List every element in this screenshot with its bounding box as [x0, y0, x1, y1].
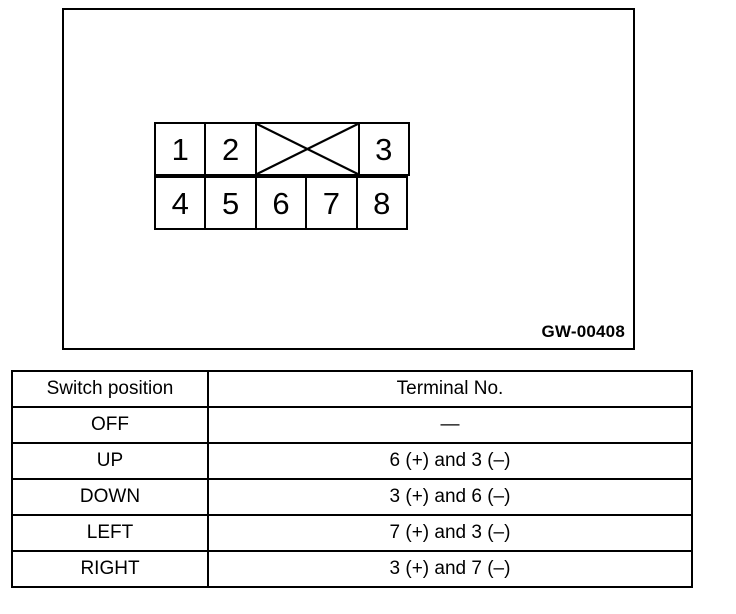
connector-bottom-row: 4 5 6 7 8 [154, 176, 416, 230]
cell-terminal-no: 6 (+) and 3 (–) [207, 442, 693, 480]
connector-pin-8: 8 [355, 176, 408, 230]
table-row: RIGHT 3 (+) and 7 (–) [11, 550, 693, 588]
table-header-row: Switch position Terminal No. [11, 370, 693, 408]
table-row: LEFT 7 (+) and 3 (–) [11, 514, 693, 552]
column-header-terminal-no: Terminal No. [207, 370, 693, 408]
pin-label: 2 [221, 131, 240, 167]
column-header-switch-position: Switch position [11, 370, 209, 408]
pin-label: 5 [221, 185, 240, 221]
figure-code-label: GW-00408 [541, 322, 625, 341]
switch-continuity-table: Switch position Terminal No. OFF — UP 6 … [11, 370, 693, 588]
table-row: OFF — [11, 406, 693, 444]
connector-pin-7: 7 [305, 176, 358, 230]
cell-terminal-no: 3 (+) and 6 (–) [207, 478, 693, 516]
cell-switch-position: UP [11, 442, 209, 480]
pin-label: 6 [272, 185, 290, 221]
cell-switch-position: DOWN [11, 478, 209, 516]
pin-label: 7 [322, 185, 340, 221]
pin-label: 3 [375, 131, 393, 167]
connector-pin-4: 4 [154, 176, 207, 230]
connector-pin-5: 5 [204, 176, 257, 230]
pin-label: 1 [171, 131, 189, 167]
cell-switch-position: OFF [11, 406, 209, 444]
connector-top-row: 1 2 3 [154, 122, 416, 176]
cell-switch-position: RIGHT [11, 550, 209, 588]
connector-blank-crossed-cell [254, 122, 360, 176]
cell-terminal-no: 3 (+) and 7 (–) [207, 550, 693, 588]
pin-label: 8 [373, 185, 391, 221]
connector-pinout-diagram: 1 2 3 4 5 6 7 8 [154, 122, 416, 230]
cell-switch-position: LEFT [11, 514, 209, 552]
cross-out-icon [257, 124, 358, 174]
cell-terminal-no: — [207, 406, 693, 444]
table-row: DOWN 3 (+) and 6 (–) [11, 478, 693, 516]
connector-pin-3: 3 [357, 122, 410, 176]
table-row: UP 6 (+) and 3 (–) [11, 442, 693, 480]
connector-pin-2: 2 [204, 122, 257, 176]
cell-terminal-no: 7 (+) and 3 (–) [207, 514, 693, 552]
connector-pin-6: 6 [254, 176, 308, 230]
connector-pin-1: 1 [154, 122, 207, 176]
pin-label: 4 [171, 185, 189, 221]
